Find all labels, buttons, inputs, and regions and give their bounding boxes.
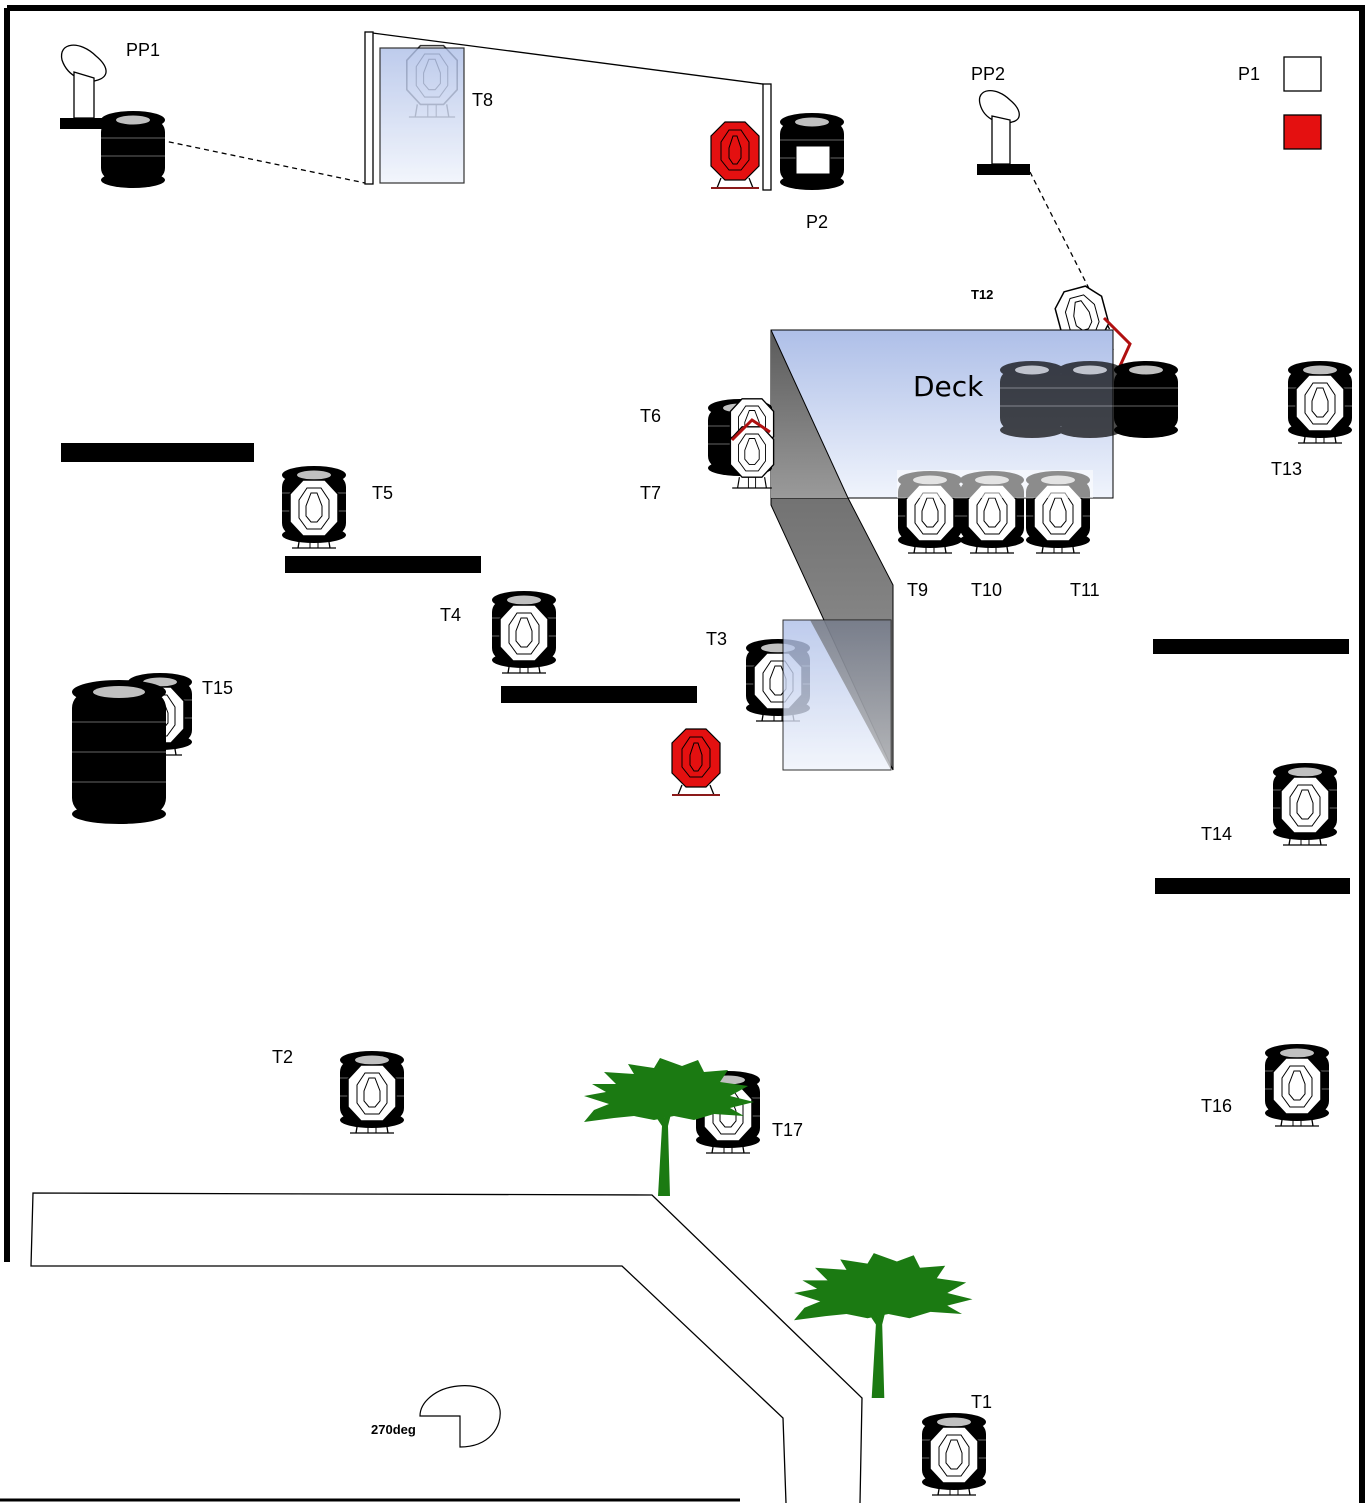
- target-t6-t7[interactable]: T6 T7: [640, 398, 775, 503]
- barrier: [1153, 639, 1349, 654]
- barrier: [501, 686, 697, 703]
- p2-barrel[interactable]: P2: [779, 112, 845, 232]
- tree-icon: [794, 1253, 973, 1398]
- target-t12[interactable]: T12: [971, 281, 1132, 367]
- pathway: [0, 1192, 863, 1503]
- shooting-position-pp2[interactable]: PP2: [971, 64, 1030, 175]
- t6-label: T6: [640, 406, 661, 426]
- tire-stack-icon: [1113, 360, 1179, 439]
- target-t13[interactable]: T13: [1271, 361, 1352, 479]
- barriers: [61, 443, 1350, 894]
- shooting-position-icon: [60, 44, 115, 129]
- barrier: [1155, 878, 1350, 894]
- popper-mid[interactable]: [671, 728, 721, 796]
- t2-label: T2: [272, 1047, 293, 1067]
- p2-label: P2: [806, 212, 828, 232]
- target-t1[interactable]: T1: [922, 1392, 992, 1495]
- target-t5[interactable]: T5: [282, 466, 393, 548]
- rotation-label: 270deg: [371, 1422, 416, 1437]
- p1-label: P1: [1238, 64, 1260, 84]
- sightline: [159, 139, 366, 184]
- t11-label: T11: [1070, 580, 1100, 600]
- barrier: [285, 556, 481, 573]
- t15-label: T15: [202, 678, 233, 698]
- target-t17[interactable]: T17: [696, 1071, 803, 1153]
- target-t4[interactable]: T4: [440, 591, 556, 673]
- legend: P1: [1238, 56, 1322, 150]
- barrier: [61, 443, 254, 462]
- legend-popper-swatch: [1283, 114, 1322, 150]
- t12-label: T12: [971, 287, 993, 302]
- rotation-marker: 270deg: [371, 1385, 501, 1448]
- shooting-position-pp1[interactable]: PP1: [60, 40, 166, 189]
- t7-label: T7: [640, 483, 661, 503]
- t4-label: T4: [440, 605, 461, 625]
- target-t10[interactable]: T10: [960, 471, 1024, 600]
- shooting-position-icon: [977, 90, 1030, 175]
- target-t2[interactable]: T2: [272, 1047, 404, 1133]
- legend-paper-swatch: [1283, 56, 1322, 92]
- target-t16[interactable]: T16: [1201, 1044, 1329, 1126]
- target-t8[interactable]: T8: [364, 31, 772, 191]
- t16-label: T16: [1201, 1096, 1232, 1116]
- t10-label: T10: [971, 580, 1002, 600]
- t3-label: T3: [706, 629, 727, 649]
- t5-label: T5: [372, 483, 393, 503]
- t13-label: T13: [1271, 459, 1302, 479]
- deck-label: Deck: [913, 370, 984, 403]
- t9-label: T9: [907, 580, 928, 600]
- t1-label: T1: [971, 1392, 992, 1412]
- target-t15[interactable]: T15: [72, 673, 233, 824]
- popper-top[interactable]: [710, 121, 760, 189]
- target-t3[interactable]: T3: [706, 619, 892, 771]
- t17-label: T17: [772, 1120, 803, 1140]
- pp1-label: PP1: [126, 40, 160, 60]
- t8-label: T8: [472, 90, 493, 110]
- target-t11[interactable]: T11: [1026, 471, 1100, 600]
- t14-label: T14: [1201, 824, 1232, 844]
- pp2-label: PP2: [971, 64, 1005, 84]
- range-walls: [4, 5, 1365, 1503]
- target-t9[interactable]: T9: [898, 471, 962, 600]
- tire-stack-icon: [72, 680, 166, 824]
- target-t14[interactable]: T14: [1201, 763, 1337, 845]
